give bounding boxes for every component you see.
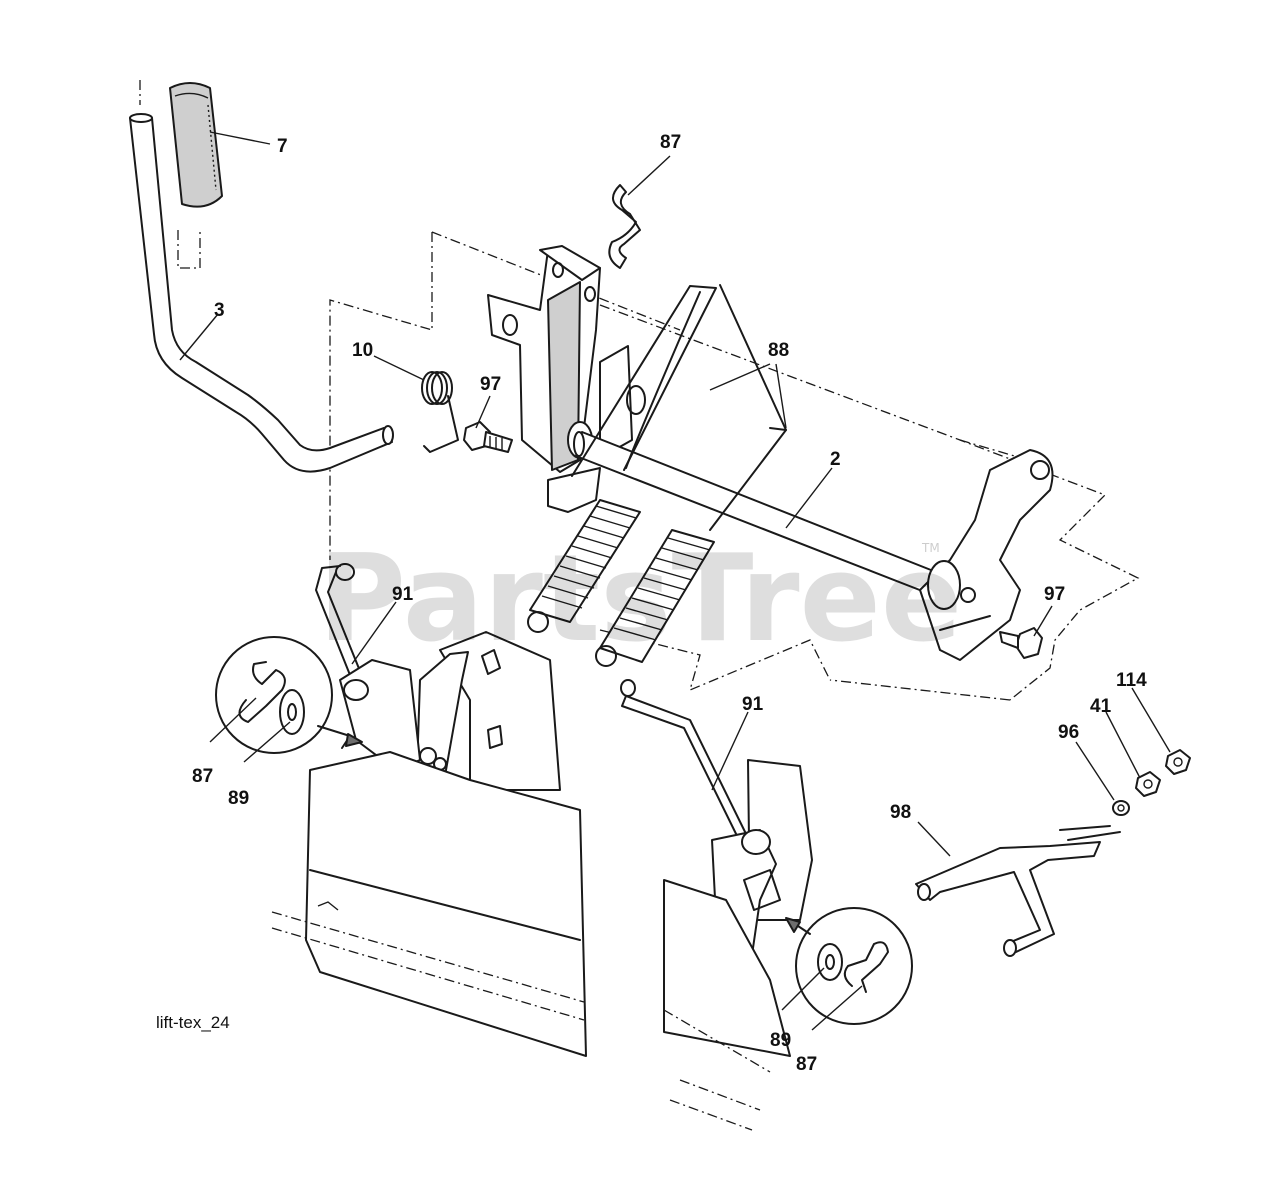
callout-97-right: 97 — [1044, 584, 1065, 605]
callout-87-right-detail: 87 — [796, 1054, 817, 1075]
callout-88: 88 — [768, 340, 789, 361]
callout-87-left-detail: 87 — [192, 766, 213, 787]
spring-coil-left — [527, 499, 641, 633]
bolt-right-part — [999, 627, 1043, 659]
link-rod-right-part — [620, 679, 751, 847]
nut-41 — [1135, 771, 1161, 797]
main-bracket-part — [487, 245, 646, 513]
right-lift-arm-part — [919, 449, 1054, 661]
callout-leaders — [179, 131, 1171, 1031]
small-hardware-part — [1112, 749, 1191, 816]
washer-96 — [1112, 800, 1130, 816]
watermark: PartsTree TM — [318, 530, 962, 669]
lift-bracket-part — [915, 825, 1121, 957]
lower-left-mechanism-part — [271, 631, 587, 1057]
callout-41: 41 — [1090, 696, 1112, 717]
link-rod-left-part — [315, 563, 363, 681]
callout-98: 98 — [890, 802, 911, 823]
callout-10: 10 — [352, 340, 373, 361]
callout-2: 2 — [830, 449, 841, 470]
callout-91-right: 91 — [742, 694, 764, 715]
callout-3: 3 — [214, 300, 225, 321]
extension-springs-part — [527, 284, 787, 667]
callout-114: 114 — [1116, 670, 1147, 691]
watermark-text: PartsTree — [318, 530, 962, 669]
nut-114 — [1165, 749, 1191, 775]
assembly-reference-lines — [139, 80, 1140, 701]
spring-coil-right — [595, 529, 715, 667]
lift-lever-part — [129, 113, 394, 473]
bolt-left-part — [463, 421, 513, 453]
callout-96: 96 — [1058, 722, 1079, 743]
callout-87-top: 87 — [660, 132, 681, 153]
callout-7: 7 — [277, 136, 288, 157]
callout-89-left-detail: 89 — [228, 788, 249, 809]
hairpin-clip-top-part — [608, 184, 641, 269]
detail-circle-right — [785, 907, 913, 1025]
handle-grip-part — [169, 82, 223, 208]
detail-circle-left — [215, 636, 363, 754]
callout-97-left: 97 — [480, 374, 501, 395]
diagram-caption: lift-tex_24 — [156, 1013, 230, 1032]
lower-right-mechanism-part — [663, 759, 813, 1131]
callout-91-left: 91 — [392, 584, 414, 605]
callout-labels: 7 87 3 10 97 88 2 97 91 114 41 96 91 98 … — [192, 132, 1147, 1075]
callout-89-right-detail: 89 — [770, 1030, 791, 1051]
torsion-spring-part — [421, 371, 459, 453]
watermark-trademark: TM — [921, 541, 940, 555]
